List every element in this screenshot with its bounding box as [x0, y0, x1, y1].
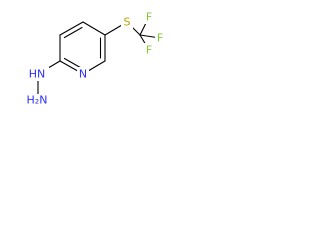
h2n-label-bg	[24, 94, 50, 107]
fluorine-bottom-label: F	[146, 44, 152, 57]
fluorine-right-label: F	[157, 32, 163, 45]
sulfur-label-bg	[121, 15, 133, 29]
hn-label-bg	[25, 67, 49, 81]
bonds	[37, 16, 161, 101]
ring-nitrogen-label: N	[79, 68, 87, 81]
hydrazine-nh-label: HN	[29, 68, 46, 81]
fluorine-top-label: F	[146, 11, 152, 24]
bond-c3-c4	[59, 21, 84, 36]
hydrazine-nh2-label: H₂N	[27, 94, 48, 107]
fluorine-right-label-bg	[155, 31, 166, 45]
ring-nitrogen-label-bg	[77, 67, 89, 81]
sulfur-label: S	[124, 16, 131, 29]
atom-labels: N HN H₂N S F F F	[24, 10, 166, 107]
molecule-diagram: N HN H₂N S F F F	[24, 10, 166, 107]
fluorine-bottom-label-bg	[144, 43, 155, 57]
fluorine-top-label-bg	[144, 10, 155, 24]
bond-c3-c4-inner	[63, 26, 83, 39]
bond-n1-c2-inner	[63, 57, 83, 70]
bond-c4-c5	[82, 21, 106, 36]
